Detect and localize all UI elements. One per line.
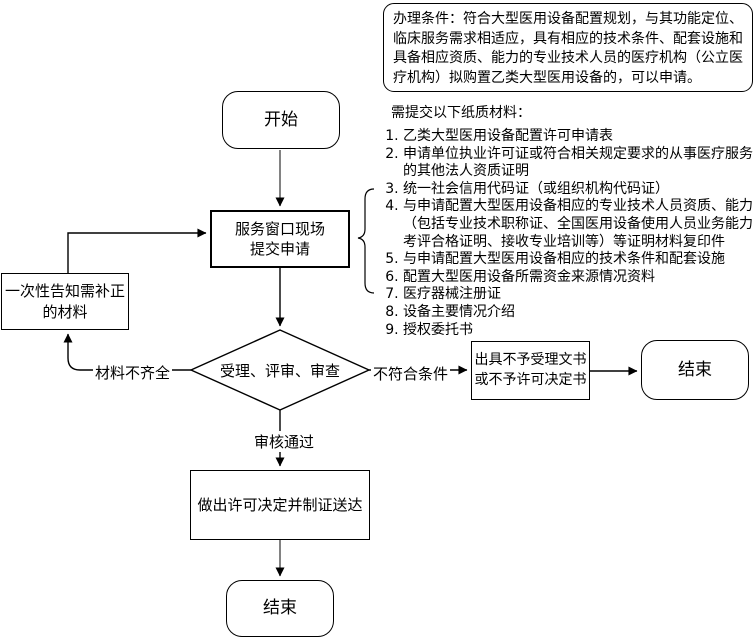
material-item: 乙类大型医用设备配置许可申请表 <box>403 128 755 146</box>
conditions-note-text: 办理条件：符合大型医用设备配置规划，与其功能定位、临床服务需求相适应，具有相应的… <box>393 11 743 86</box>
node-reject-document: 出具不予受理文书 或不予许可决定书 <box>471 341 590 400</box>
material-item: 与申请配置大型医用设备相应的技术条件和配套设施 <box>403 251 755 269</box>
grouping-brace-icon <box>357 188 375 294</box>
material-item: 与申请配置大型医用设备相应的专业技术人员资质、能力（包括专业技术职称证、全国医用… <box>403 198 755 251</box>
node-notify-corrections: 一次性告知需补正 的材料 <box>1 273 129 330</box>
node-end-right-label: 结束 <box>678 359 712 380</box>
node-start-label: 开始 <box>264 109 298 130</box>
connector-decision-to-notify <box>63 333 191 371</box>
node-submit-line1: 服务窗口现场 <box>234 219 325 238</box>
node-decision-label: 受理、评审、审查 <box>191 330 369 410</box>
material-item: 医疗器械注册证 <box>403 286 755 304</box>
decision-diamond-shape <box>189 329 371 411</box>
edge-label-materials-incomplete: 材料不齐全 <box>93 362 173 383</box>
node-submit-application: 服务窗口现场 提交申请 <box>210 210 350 268</box>
material-item: 设备主要情况介绍 <box>403 304 755 322</box>
node-end-bottom: 结束 <box>226 580 334 637</box>
node-start: 开始 <box>222 91 340 149</box>
node-license-decision: 做出许可决定并制证送达 <box>190 470 370 540</box>
node-reject-line2: 或不予许可决定书 <box>474 371 587 388</box>
materials-heading: 需提交以下纸质材料： <box>391 105 531 121</box>
edge-label-approved: 审核通过 <box>252 431 317 452</box>
conditions-note: 办理条件：符合大型医用设备配置规划，与其功能定位、临床服务需求相适应，具有相应的… <box>383 3 753 92</box>
node-end-bottom-label: 结束 <box>263 598 297 619</box>
node-submit-line2: 提交申请 <box>249 240 310 258</box>
connector-notify-to-submit <box>67 228 207 273</box>
node-end-right: 结束 <box>641 340 749 400</box>
node-license-label: 做出许可决定并制证送达 <box>197 495 363 514</box>
material-item: 配置大型医用设备所需资金来源情况资料 <box>403 269 755 287</box>
node-notify-line1: 一次性告知需补正 <box>4 282 125 301</box>
material-item: 统一社会信用代码证（或组织机构代码证） <box>403 181 755 199</box>
material-item: 申请单位执业许可证或符合相关规定要求的从事医疗服务的其他法人资质证明 <box>403 146 755 181</box>
node-notify-line2: 的材料 <box>42 302 88 321</box>
edge-label-not-qualified: 不符合条件 <box>371 363 451 384</box>
decision-label-text: 受理、评审、审查 <box>219 361 340 380</box>
material-item: 授权委托书 <box>403 322 755 340</box>
materials-list: 乙类大型医用设备配置许可申请表 申请单位执业许可证或符合相关规定要求的从事医疗服… <box>386 128 755 339</box>
node-reject-line1: 出具不予受理文书 <box>474 351 587 368</box>
